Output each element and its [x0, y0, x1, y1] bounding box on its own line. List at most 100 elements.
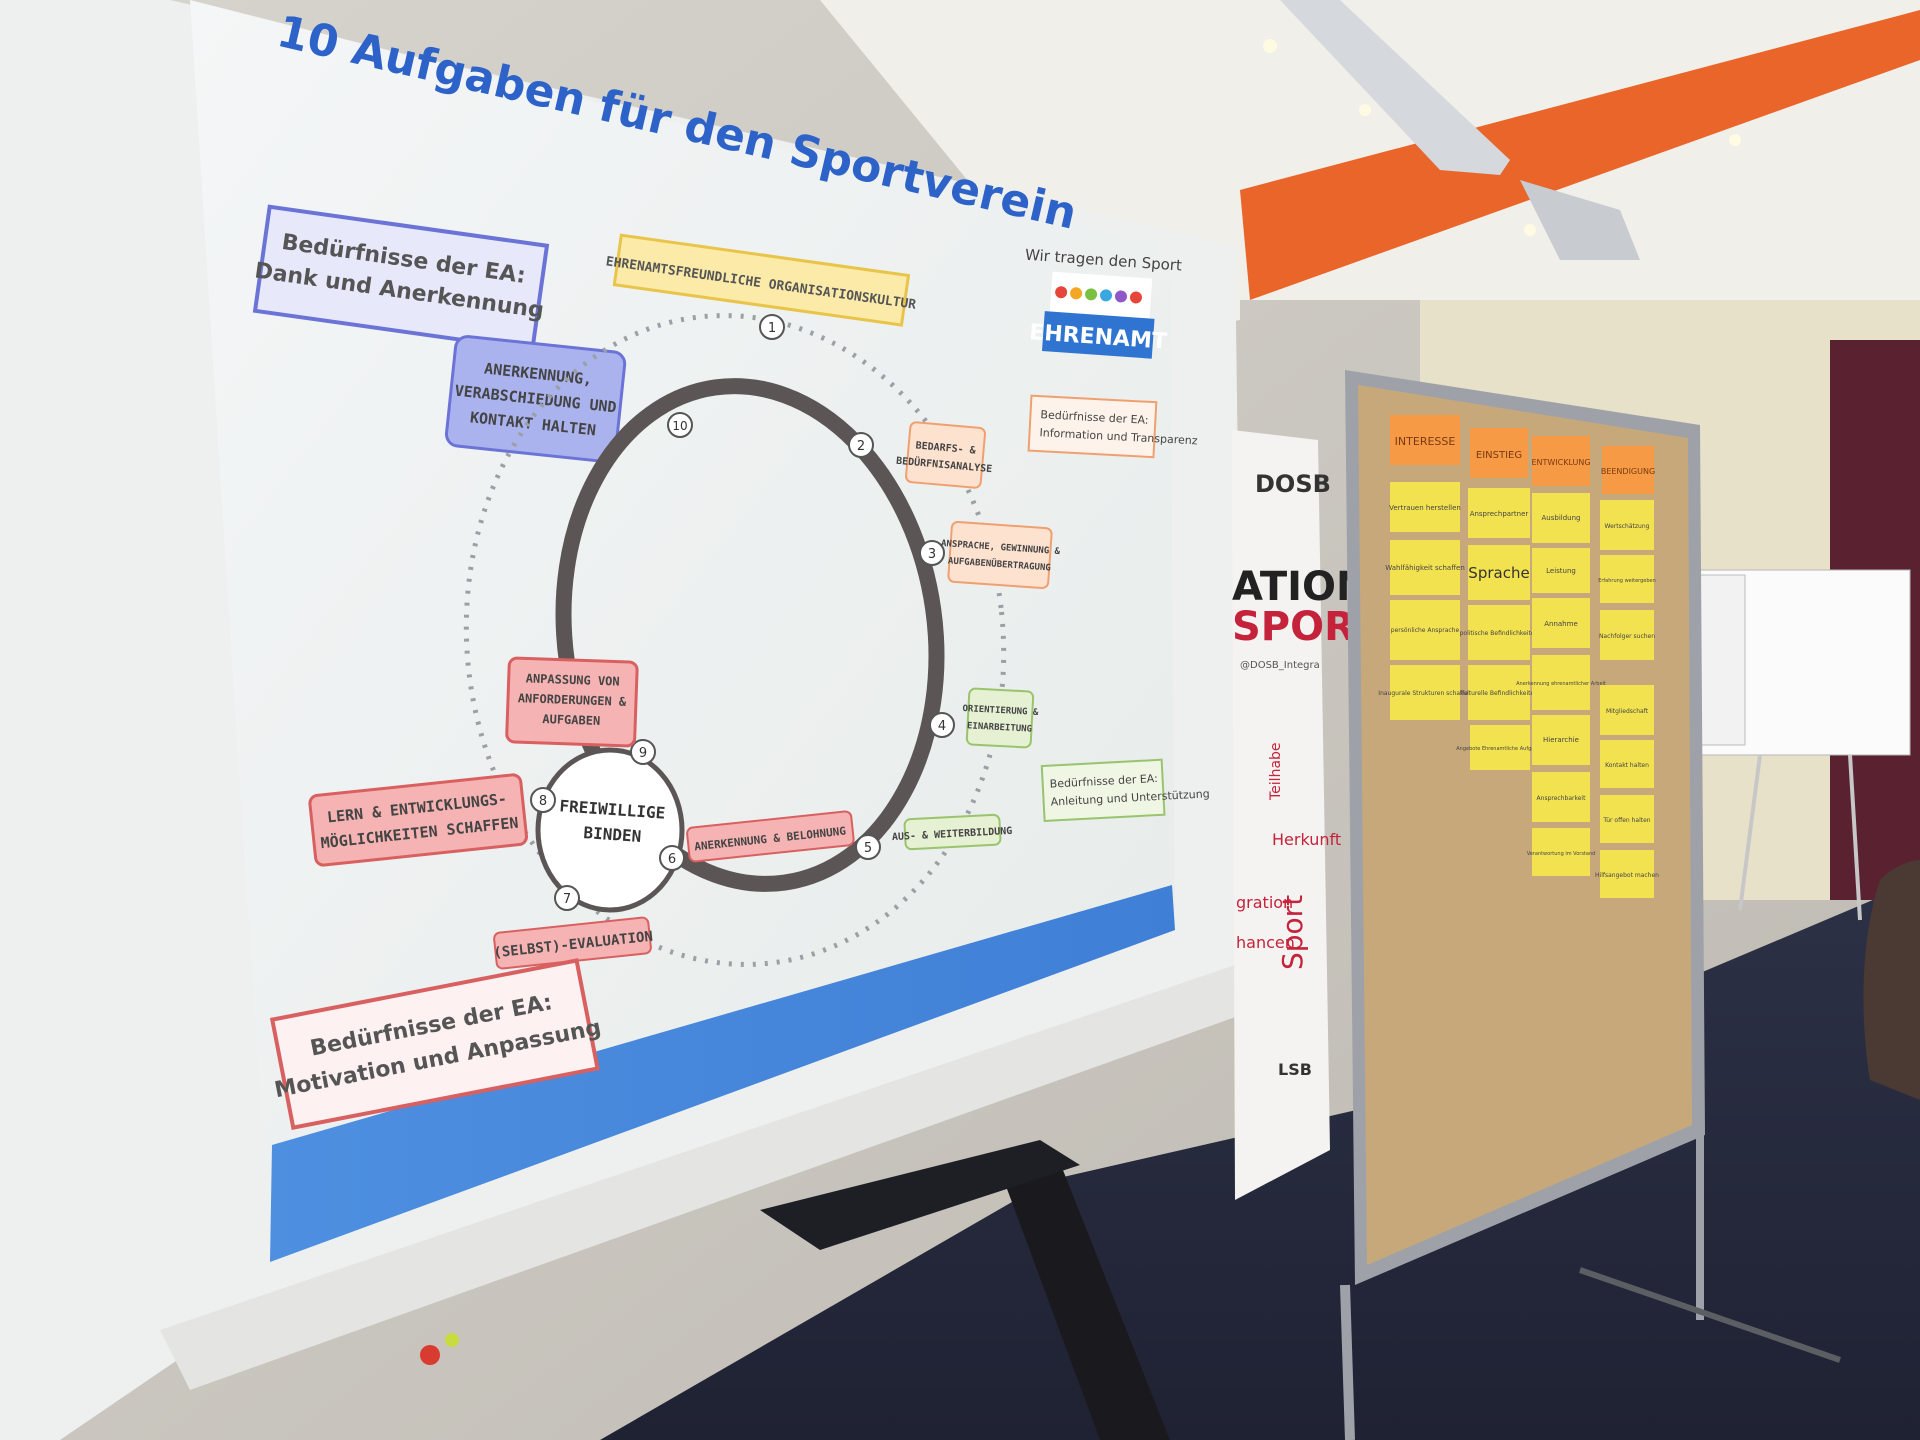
- step-badge: 1: [759, 314, 785, 340]
- step-2-box: BEDARFS- & BEDÜRFNISANALYSE: [896, 421, 993, 489]
- stand-leg: [1000, 1150, 1170, 1440]
- svg-text:BEENDIGUNG: BEENDIGUNG: [1601, 467, 1655, 476]
- ceiling-light: [1729, 134, 1741, 146]
- duct-lower: [1520, 180, 1640, 260]
- svg-text:9: 9: [639, 746, 647, 761]
- svg-text:Ansprechpartner: Ansprechpartner: [1470, 510, 1529, 518]
- svg-text:Bedürfnisse der EA:: Bedürfnisse der EA:: [1049, 772, 1158, 791]
- svg-text:Inaugurale Strukturen schaffen: Inaugurale Strukturen schaffen: [1378, 690, 1472, 697]
- needs-box-thanks: Bedürfnisse der EA: Dank und Anerkennung: [252, 204, 550, 353]
- svg-text:ANPASSUNG VON: ANPASSUNG VON: [526, 671, 620, 688]
- svg-text:Wahlfähigkeit schaffen: Wahlfähigkeit schaffen: [1385, 564, 1465, 572]
- flipchart: [1694, 574, 1746, 746]
- pinboard-foot: [1579, 1267, 1841, 1363]
- orange-beam: [1240, 10, 1920, 300]
- sticky-header: [1602, 446, 1654, 494]
- svg-text:Kontakt halten: Kontakt halten: [1605, 762, 1649, 769]
- svg-text:EINARBEITUNG: EINARBEITUNG: [967, 721, 1032, 734]
- banner-word: gration: [1236, 893, 1293, 912]
- needs-box-information: Bedürfnisse der EA: Information und Tran…: [1027, 394, 1198, 459]
- svg-text:3: 3: [928, 547, 936, 562]
- svg-text:kulturelle Befindlichkeiten: kulturelle Befindlichkeiten: [1460, 690, 1538, 697]
- ceiling-light: [1263, 39, 1277, 53]
- svg-text:ORIENTIERUNG &: ORIENTIERUNG &: [962, 704, 1039, 718]
- svg-text:6: 6: [668, 852, 676, 867]
- svg-text:Erfahrung weitergeben: Erfahrung weitergeben: [1598, 578, 1656, 584]
- svg-text:Hierarchie: Hierarchie: [1543, 736, 1579, 744]
- sticky-notes: INTERESSE EINSTIEG ENTWICKLUNG BEENDIGUN…: [1378, 415, 1659, 898]
- sticky-header: [1390, 415, 1460, 465]
- banner-word: Herkunft: [1272, 830, 1341, 849]
- svg-text:EINSTIEG: EINSTIEG: [1476, 450, 1522, 461]
- step-3-box: ANSPRACHE, GEWINNUNG & AUFGABENÜBERTRAGU…: [941, 520, 1061, 590]
- svg-text:8: 8: [539, 794, 547, 809]
- step-badge: 8: [530, 787, 556, 813]
- svg-text:Hilfsangebot machen: Hilfsangebot machen: [1595, 872, 1659, 879]
- rollup-banner: [1232, 430, 1330, 1200]
- svg-text:5: 5: [864, 841, 872, 856]
- svg-text:Ansprechbarkeit: Ansprechbarkeit: [1537, 795, 1587, 802]
- svg-text:Nachfolger suchen: Nachfolger suchen: [1599, 633, 1655, 640]
- svg-text:ENTWICKLUNG: ENTWICKLUNG: [1531, 458, 1590, 467]
- svg-text:Ausbildung: Ausbildung: [1542, 514, 1581, 522]
- projection-blue-band: [270, 885, 1175, 1262]
- pinboard-leg: [1340, 1284, 1355, 1440]
- step-badge: 3: [919, 540, 945, 566]
- ehrenamt-logo: Wir tragen den Sport EHRENAMT: [1024, 246, 1183, 359]
- sticky-header: [1470, 428, 1528, 478]
- person: [1863, 860, 1920, 1100]
- svg-text:10: 10: [672, 419, 687, 433]
- step-6-box: ANERKENNUNG & BELOHNUNG: [686, 810, 855, 863]
- step-10-box: ANERKENNUNG, VERABSCHIEDUNG UND KONTAKT …: [444, 335, 627, 463]
- svg-text:Anerkennung ehrenamtlicher Arb: Anerkennung ehrenamtlicher Arbeit: [1516, 681, 1606, 687]
- step-badge: 10: [667, 412, 693, 438]
- svg-text:ANFORDERUNGEN &: ANFORDERUNGEN &: [518, 691, 628, 709]
- svg-text:Tür offen halten: Tür offen halten: [1602, 817, 1650, 824]
- banner-brand: DOSB: [1255, 470, 1331, 498]
- svg-text:Annahme: Annahme: [1544, 620, 1578, 628]
- banner-big-text: ATION: [1232, 564, 1370, 610]
- duct: [1280, 0, 1510, 175]
- step-8-box: LERN & ENTWICKLUNGS- MÖGLICHKEITEN SCHAF…: [308, 773, 528, 867]
- svg-text:7: 7: [563, 892, 571, 907]
- svg-text:Angebote Ehrenamtliche Aufgabe: Angebote Ehrenamtliche Aufgaben: [1456, 746, 1543, 752]
- svg-text:Mitgliedschaft: Mitgliedschaft: [1606, 708, 1649, 715]
- ceiling-light: [1524, 224, 1536, 236]
- svg-text:BEDARFS- &: BEDARFS- &: [915, 440, 977, 456]
- banner-word: LSB: [1278, 1060, 1312, 1079]
- flipchart-leg: [1738, 754, 1762, 911]
- keyboard-tray: [760, 1140, 1080, 1250]
- step-4-box: ORIENTIERUNG & EINARBEITUNG: [962, 687, 1039, 749]
- svg-text:Vertrauen herstellen: Vertrauen herstellen: [1389, 504, 1461, 512]
- step-badge: 9: [630, 739, 656, 765]
- step-badge: 7: [554, 885, 580, 911]
- svg-text:4: 4: [938, 719, 946, 734]
- svg-text:AUFGABEN: AUFGABEN: [542, 712, 600, 728]
- svg-text:Bedürfnisse der EA:: Bedürfnisse der EA:: [1040, 408, 1149, 427]
- step-5-box: AUS- & WEITERBILDUNG: [892, 813, 1013, 851]
- step-badge: 5: [855, 834, 881, 860]
- ceiling-light: [1359, 104, 1371, 116]
- svg-text:2: 2: [857, 439, 865, 454]
- banner-word: Teilhabe: [1268, 742, 1284, 801]
- banner-word: hancen: [1236, 933, 1295, 952]
- banner-word: Sport: [1276, 895, 1309, 970]
- svg-text:persönliche Ansprache: persönliche Ansprache: [1391, 627, 1460, 634]
- svg-text:1: 1: [768, 321, 776, 336]
- power-led: [420, 1345, 440, 1365]
- outer-dotted-ring: [463, 313, 1007, 967]
- svg-text:Verantwortung im Vorstand: Verantwortung im Vorstand: [1527, 851, 1596, 857]
- sticky-header: [1532, 436, 1590, 486]
- power-led: [445, 1333, 459, 1347]
- step-7-box: (SELBST)-EVALUATION: [493, 916, 654, 970]
- step-badge: 6: [659, 845, 685, 871]
- step-9-box: ANPASSUNG VON ANFORDERUNGEN & AUFGABEN: [505, 656, 639, 748]
- svg-text:INTERESSE: INTERESSE: [1395, 435, 1456, 448]
- svg-text:Leistung: Leistung: [1546, 567, 1576, 575]
- step-badge: 4: [929, 712, 955, 738]
- svg-text:Sprache: Sprache: [1468, 564, 1529, 582]
- center-label: BINDEN: [583, 823, 642, 846]
- board-tray: [160, 960, 1255, 1390]
- step-badge: 2: [848, 432, 874, 458]
